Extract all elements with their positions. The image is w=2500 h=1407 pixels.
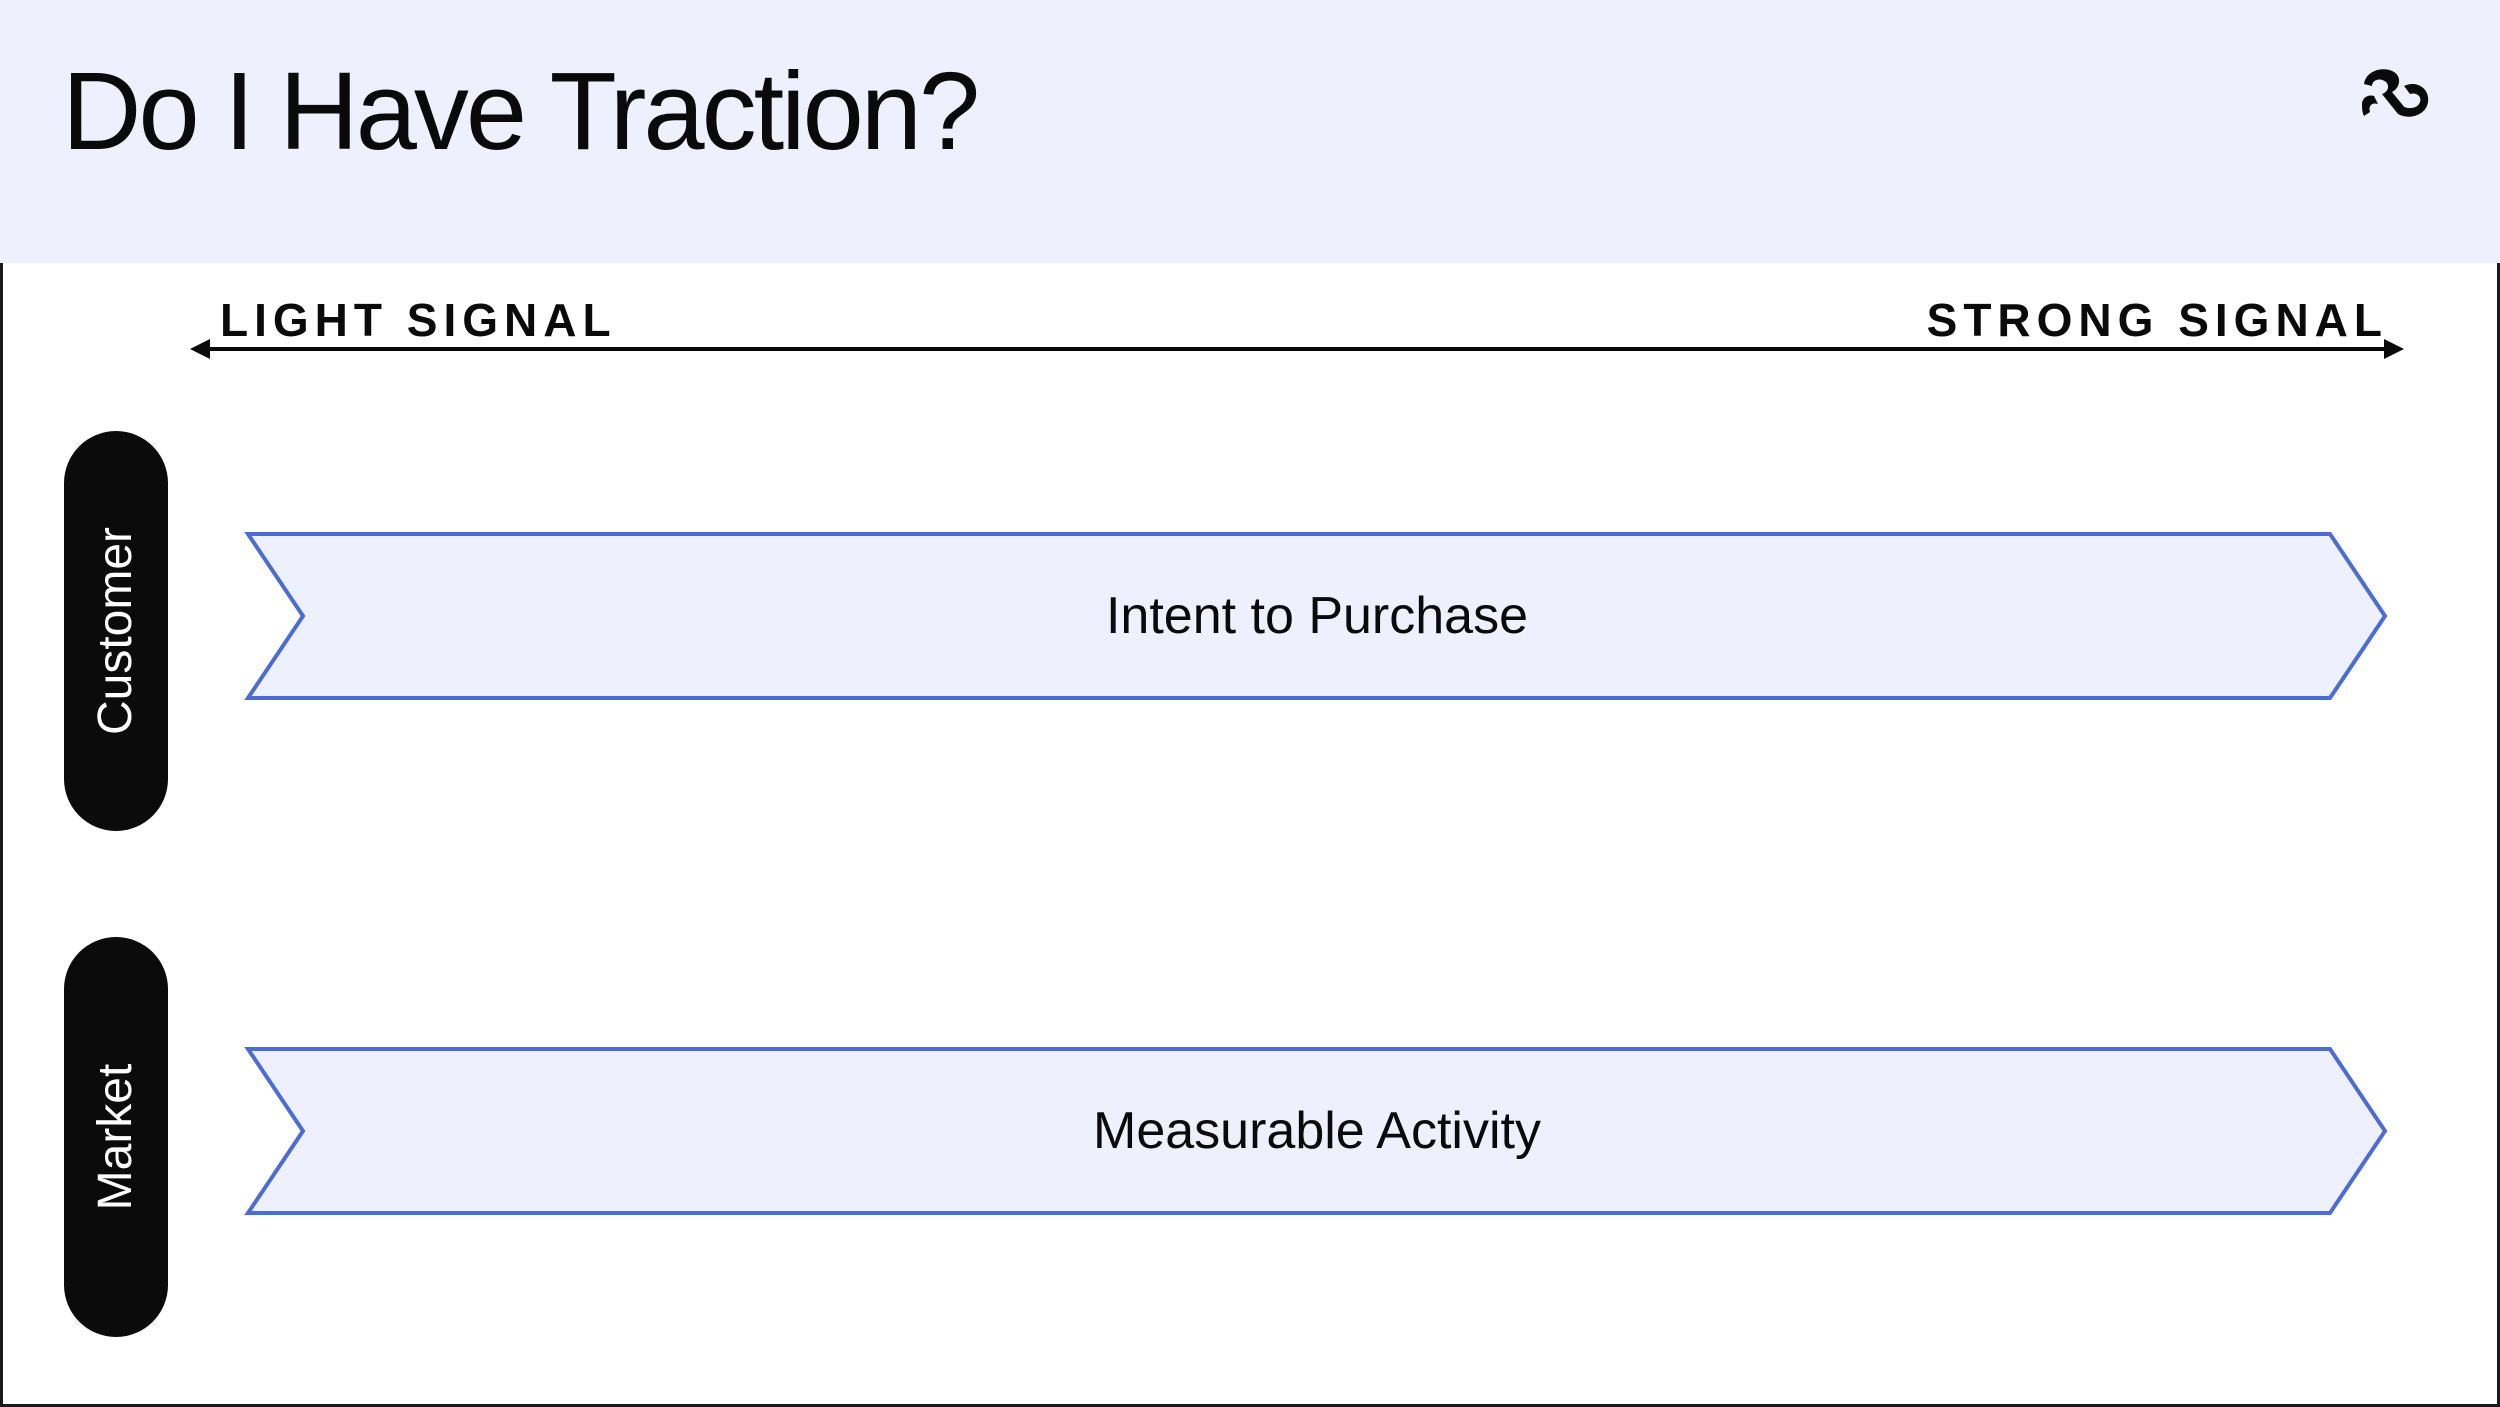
row-label-customer-text: Customer — [89, 526, 142, 736]
row-label-customer: Customer — [64, 431, 168, 831]
signal-axis-arrow — [190, 339, 2404, 359]
page-title: Do I Have Traction? — [62, 50, 980, 173]
chevron-intent-to-purchase: Intent to Purchase — [244, 530, 2390, 702]
row-label-market: Market — [64, 937, 168, 1337]
row-label-market-text: Market — [89, 1063, 142, 1211]
chevron-shape-1 — [244, 532, 2388, 700]
axis-label-light-signal: LIGHT SIGNAL — [220, 294, 617, 346]
axis-label-strong-signal: STRONG SIGNAL — [1926, 294, 2388, 346]
brand-logo-icon — [2362, 69, 2429, 117]
chevron-label-intent-to-purchase: Intent to Purchase — [1105, 587, 1529, 645]
chevron-label-measurable-activity: Measurable Activity — [1093, 1102, 1541, 1160]
header-band: Do I Have Traction? — [0, 0, 2500, 263]
chevron-measurable-activity: Measurable Activity — [244, 1045, 2390, 1217]
chevron-shape-2 — [244, 1047, 2388, 1215]
